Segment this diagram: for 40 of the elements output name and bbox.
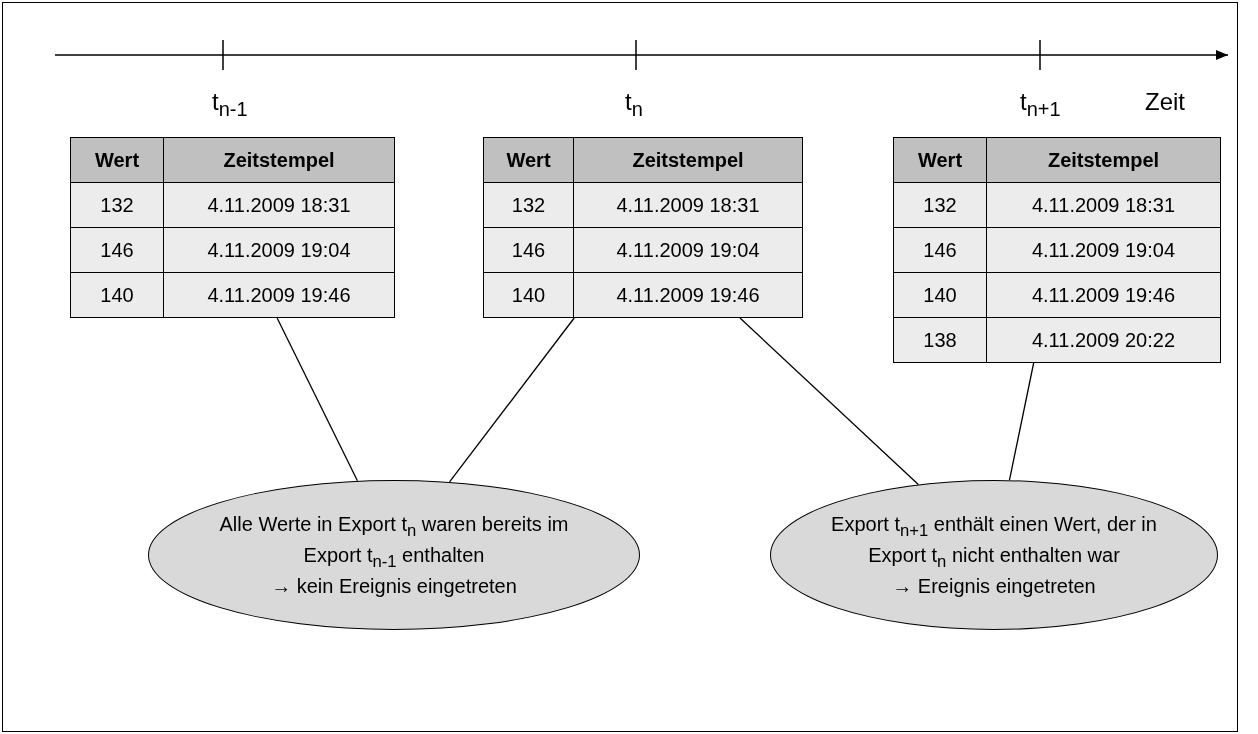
callout-text: Alle Werte in Export t$_{n}$ waren bereits im Export t$_{n-1}$ enthalten bbox=[218, 512, 570, 573]
column-header: Zeitstempel bbox=[163, 137, 395, 183]
table-cell: 140 bbox=[483, 272, 574, 318]
table-cell: 132 bbox=[70, 182, 164, 228]
table-cell: 4.11.2009 19:04 bbox=[986, 227, 1221, 273]
callout-text: → Ereignis eingetreten bbox=[892, 574, 1096, 598]
table-cell: 4.11.2009 20:22 bbox=[986, 317, 1221, 363]
table-cell: 146 bbox=[70, 227, 164, 273]
data-table bbox=[893, 137, 1221, 363]
column-header: Wert bbox=[893, 137, 987, 183]
data-table bbox=[70, 137, 395, 318]
data-table bbox=[483, 137, 803, 318]
callout-text: → kein Ereignis eingetreten bbox=[271, 574, 517, 598]
table-cell: 4.11.2009 19:46 bbox=[573, 272, 803, 318]
connector-line bbox=[1008, 362, 1035, 481]
axis-label: t$_{n+1}$ bbox=[1020, 88, 1061, 121]
column-header: Wert bbox=[70, 137, 164, 183]
table-cell: 138 bbox=[893, 317, 987, 363]
axis-label: Zeit bbox=[1145, 88, 1185, 116]
table-cell: 4.11.2009 19:04 bbox=[573, 227, 803, 273]
table-cell: 140 bbox=[893, 272, 987, 318]
table-cell: 146 bbox=[893, 227, 987, 273]
axis-label: t$_{n}$ bbox=[625, 88, 643, 121]
callout-text: Export t$_{n+1}$ enthält einen Wert, der in Export t$_{n}$ nicht enthalten war bbox=[830, 512, 1158, 573]
table-cell: 140 bbox=[70, 272, 164, 318]
column-header: Zeitstempel bbox=[573, 137, 803, 183]
table-cell: 4.11.2009 19:46 bbox=[163, 272, 395, 318]
table-cell: 4.11.2009 18:31 bbox=[986, 182, 1221, 228]
connector-line bbox=[739, 317, 919, 486]
column-header: Wert bbox=[483, 137, 574, 183]
table-cell: 132 bbox=[483, 182, 574, 228]
column-header: Zeitstempel bbox=[986, 137, 1221, 183]
table-cell: 4.11.2009 18:31 bbox=[163, 182, 395, 228]
table-cell: 132 bbox=[893, 182, 987, 228]
table-cell: 4.11.2009 19:04 bbox=[163, 227, 395, 273]
axis-label: t$_{n-1}$ bbox=[212, 88, 248, 121]
table-cell: 146 bbox=[483, 227, 574, 273]
table-cell: 4.11.2009 19:46 bbox=[986, 272, 1221, 318]
table-cell: 4.11.2009 18:31 bbox=[573, 182, 803, 228]
connector-line bbox=[276, 317, 359, 482]
